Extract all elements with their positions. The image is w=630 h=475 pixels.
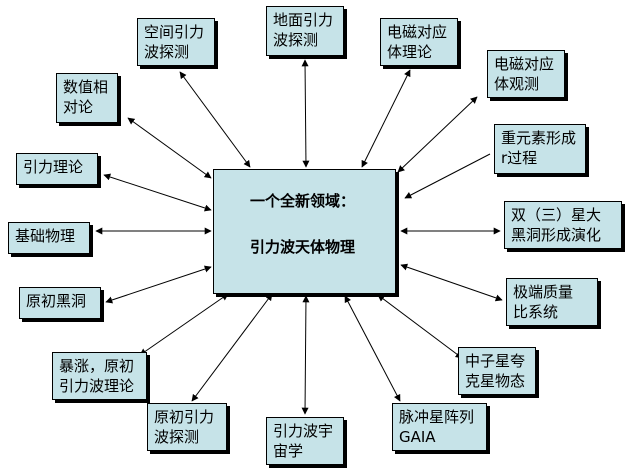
node-line: 暴涨，原初: [59, 357, 135, 375]
node-line: 地面引力: [273, 11, 334, 29]
node-em-counterpart-theory: 电磁对应 体理论: [380, 18, 458, 66]
node-line: 原初引力: [154, 408, 215, 426]
node-line: 黑洞形成演化: [511, 226, 602, 244]
node-gravity-theory: 引力理论: [16, 153, 98, 185]
node-primordial-black-hole: 原初黑洞: [19, 287, 101, 319]
connector-arrow: [397, 96, 478, 173]
node-line: 比系统: [513, 303, 559, 321]
node-line: 对论: [63, 98, 94, 116]
connector-arrow: [301, 295, 310, 415]
node-line: 原初黑洞: [26, 292, 87, 310]
node-extreme-mass-ratio: 极端质量 比系统: [506, 278, 598, 326]
node-line: 引力波理论: [59, 377, 135, 395]
node-ground-gw-detection: 地面引力 波探测: [266, 6, 344, 56]
node-line: 脉冲星阵列: [399, 408, 475, 426]
node-line: 空间引力: [144, 23, 205, 41]
node-inflation-primordial-gw-theory: 暴涨，原初 引力波理论: [52, 352, 147, 400]
node-pulsar-array-gaia: 脉冲星阵列 GAIA: [392, 403, 487, 451]
node-heavy-element-r-process: 重元素形成 r过程: [494, 124, 586, 174]
node-line: 中子星夸: [465, 352, 526, 370]
node-line: 体观测: [494, 75, 540, 93]
node-primordial-gw-detection: 原初引力 波探测: [147, 403, 227, 451]
connector-arrow: [139, 293, 229, 356]
node-line: 基础物理: [15, 227, 76, 245]
connector-arrow: [179, 71, 251, 168]
center-title-line2: 引力波天体物理: [250, 238, 356, 256]
center-node: 一个全新领域： 引力波天体物理: [213, 169, 396, 294]
connector-arrow: [103, 173, 212, 212]
connector-arrow: [377, 294, 463, 359]
node-line: 波探测: [144, 43, 190, 61]
connector-arrow: [191, 293, 273, 402]
node-line: 波探测: [154, 428, 200, 446]
node-binary-bh-formation: 双（三）星大 黑洞形成演化: [504, 201, 622, 249]
connectors: [95, 59, 503, 415]
connector-arrow: [105, 265, 212, 304]
node-space-gw-detection: 空间引力 波探测: [137, 18, 215, 66]
node-line: 极端质量: [513, 283, 574, 301]
node-line: 体理论: [387, 43, 433, 61]
node-line: 重元素形成: [501, 129, 577, 147]
connector-arrow: [301, 59, 310, 168]
node-line: 克星物态: [465, 372, 526, 390]
node-line: 电磁对应: [387, 23, 448, 41]
node-line: GAIA: [399, 428, 436, 446]
connector-arrow: [404, 153, 491, 199]
node-line: 电磁对应: [494, 55, 555, 73]
connector-arrow: [344, 295, 401, 402]
node-line: 数值相: [63, 78, 109, 96]
node-line: 引力波宇: [273, 422, 334, 440]
connector-arrow: [127, 117, 212, 179]
node-line: r过程: [501, 149, 538, 167]
connector-arrow: [361, 69, 411, 168]
node-line: 引力理论: [23, 158, 84, 176]
center-title-line1: 一个全新领域：: [250, 192, 356, 210]
node-numerical-relativity: 数值相 对论: [56, 73, 118, 123]
node-line: 宙学: [273, 442, 304, 460]
node-neutron-quark-star-eos: 中子星夸 克星物态: [458, 347, 536, 395]
node-line: 波探测: [273, 31, 319, 49]
node-fundamental-physics: 基础物理: [8, 222, 90, 254]
node-line: 双（三）星大: [511, 206, 602, 224]
node-gw-cosmology: 引力波宇 宙学: [266, 417, 344, 465]
connector-arrow: [400, 263, 503, 302]
node-em-counterpart-observation: 电磁对应 体观测: [487, 50, 565, 98]
